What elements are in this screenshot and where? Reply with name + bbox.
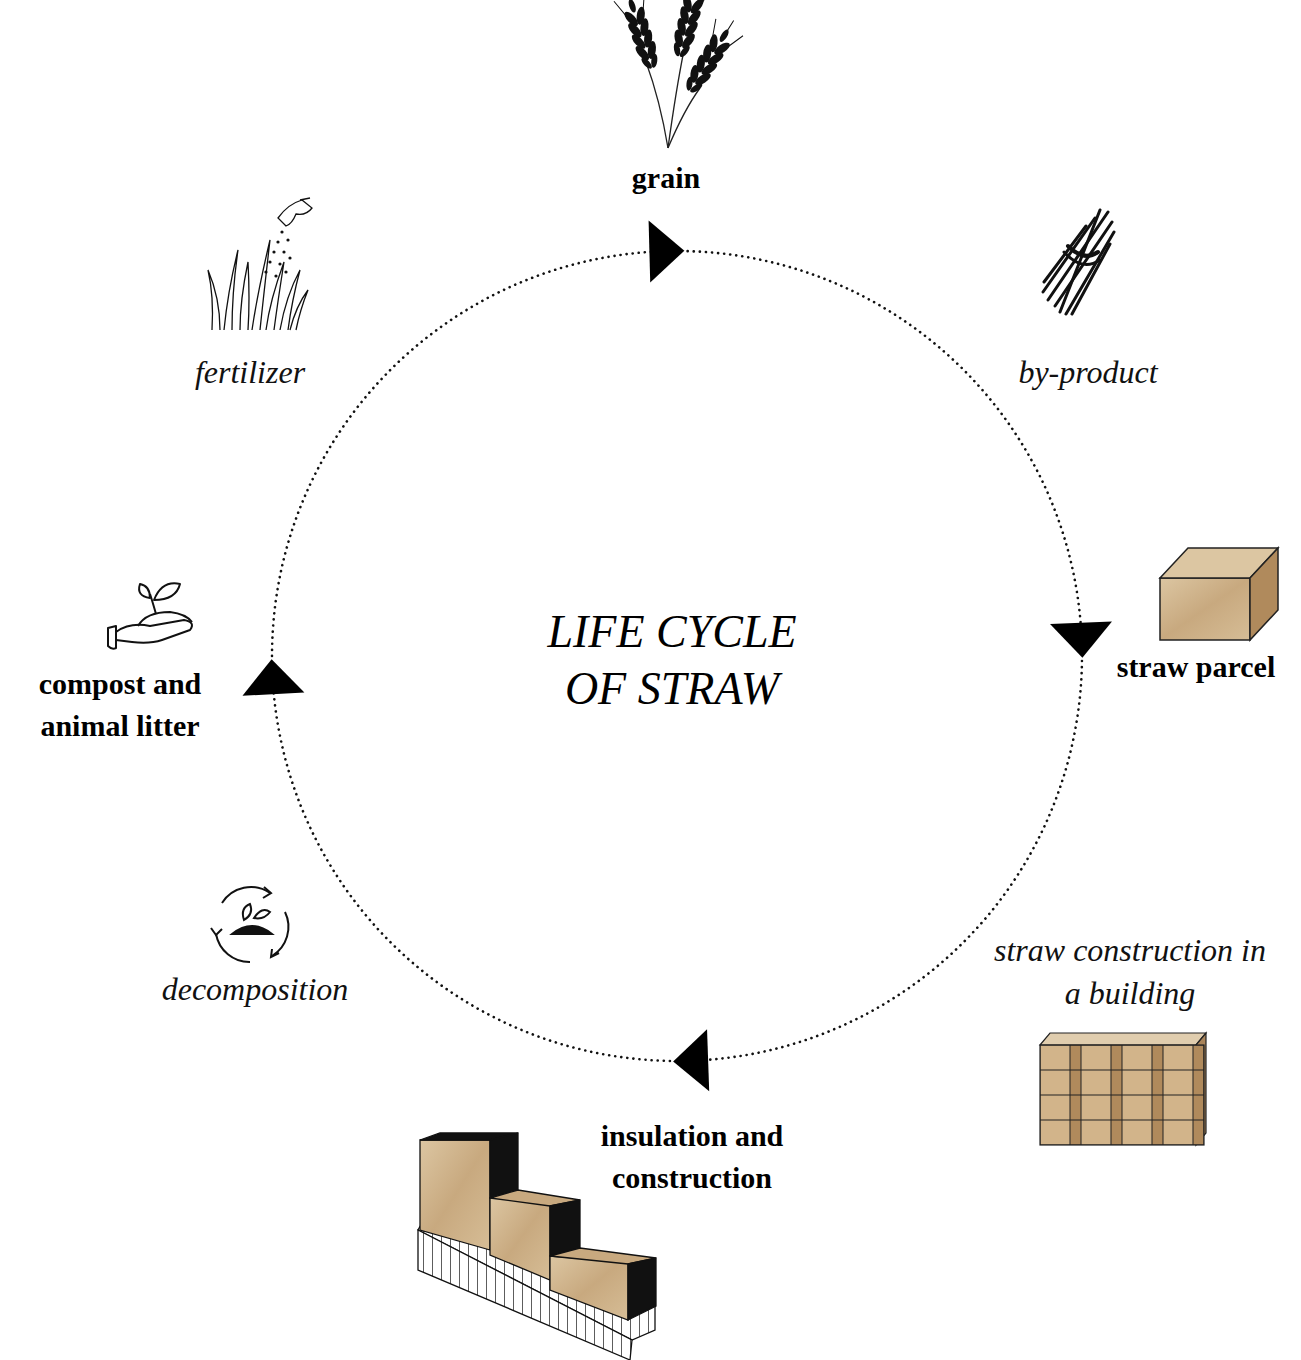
stacked-bales-icon xyxy=(1040,1033,1206,1145)
stage-label: straw parcel xyxy=(1113,646,1280,688)
stage-name: compost and animal litter xyxy=(11,663,229,747)
transition-label: fertilizer xyxy=(191,351,310,394)
cycle-arrow xyxy=(688,251,1114,659)
stage-label: grain xyxy=(628,157,704,199)
decomposition-icon xyxy=(211,887,288,962)
straw-bale-icon xyxy=(1160,548,1278,640)
transition-label: by-product xyxy=(1014,351,1162,394)
arrowhead xyxy=(1050,622,1113,659)
stage-name: straw parcel xyxy=(1113,646,1280,688)
stage-label: insulation and construction xyxy=(568,1115,816,1199)
transition-label: straw construction in a building xyxy=(986,929,1274,1015)
fertilizer-icon xyxy=(208,198,312,330)
wheat-icon xyxy=(611,0,747,148)
stage-label: compost and animal litter xyxy=(11,663,229,747)
arrowhead xyxy=(649,220,686,283)
cycle-arrow xyxy=(672,661,1082,1092)
cycle-arrow xyxy=(272,220,685,656)
hand-plant-icon xyxy=(108,583,192,648)
arrowhead xyxy=(672,1029,709,1092)
dotted-arc xyxy=(272,251,666,656)
stage-name: insulation and construction xyxy=(568,1115,816,1199)
dotted-arc xyxy=(688,251,1082,640)
transition-label: decomposition xyxy=(158,968,353,1011)
arrowhead xyxy=(241,658,305,696)
straw-bundle-icon xyxy=(1043,210,1114,314)
diagram-title: LIFE CYCLE OF STRAW xyxy=(522,603,822,718)
stage-name: grain xyxy=(628,157,704,199)
